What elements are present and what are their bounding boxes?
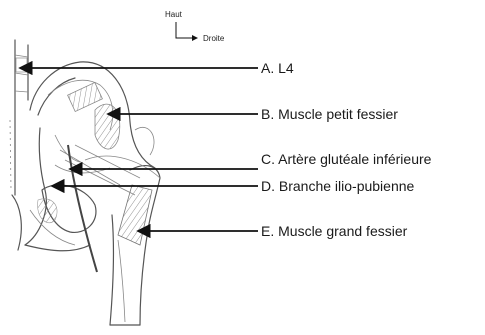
label-c: C. Artère glutéale inférieure bbox=[261, 151, 432, 167]
label-list: A. L4 B. Muscle petit fessier C. Artère … bbox=[261, 60, 432, 239]
lumbar-spine bbox=[10, 40, 28, 195]
orientation-right-label: Droite bbox=[203, 34, 225, 43]
label-d: D. Branche ilio-pubienne bbox=[261, 178, 415, 194]
pubic-region bbox=[25, 185, 96, 251]
label-b: B. Muscle petit fessier bbox=[261, 106, 398, 122]
orientation-up-label: Haut bbox=[165, 10, 183, 19]
femur bbox=[110, 166, 160, 325]
orientation-arrows-icon bbox=[176, 22, 197, 38]
label-e: E. Muscle grand fessier bbox=[261, 223, 408, 239]
label-a: A. L4 bbox=[261, 60, 294, 76]
iliac-wing bbox=[30, 62, 155, 168]
orientation-indicator: Haut Droite bbox=[165, 10, 225, 43]
pelvis-illustration bbox=[10, 40, 160, 325]
